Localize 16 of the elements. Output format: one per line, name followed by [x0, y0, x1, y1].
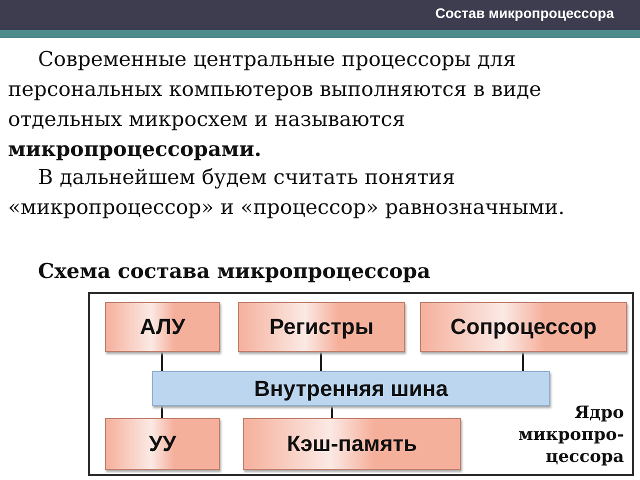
paragraph: Современные центральные процессоры для персональных компьютеров выполняются в виде отдельных микросхем и называются микропроцессорами.	[8, 46, 542, 163]
core-frame	[88, 292, 634, 476]
connector-line	[331, 406, 333, 418]
diagram-heading: Схема состава микропроцессора	[37, 258, 430, 285]
slide-title: Состав микропроцессора	[435, 5, 614, 21]
connector-line	[320, 352, 322, 371]
component-box: Кэш-память	[243, 418, 461, 470]
bus-bar: Внутренняя шина	[152, 371, 550, 406]
connector-line	[522, 352, 524, 371]
component-box: АЛУ	[105, 302, 220, 352]
connector-line	[161, 406, 163, 418]
component-box: УУ	[105, 418, 220, 470]
paragraph: В дальнейшем будем считать понятия «микропроцессор» и «процессор» равнозначными.	[8, 164, 566, 221]
component-box: Регистры	[238, 302, 405, 352]
component-box: Сопроцессор	[420, 302, 627, 352]
connector-line	[161, 352, 163, 371]
